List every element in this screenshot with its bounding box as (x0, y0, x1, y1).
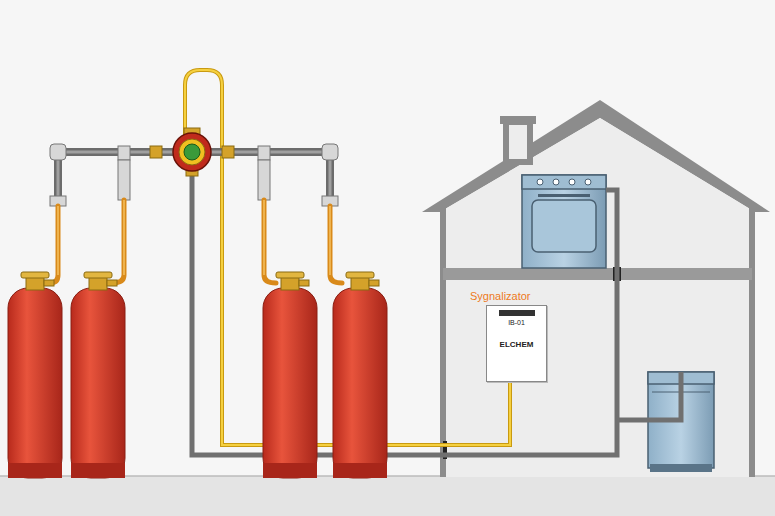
model-label: IB-01 (490, 319, 543, 326)
detector-display (499, 310, 535, 316)
manifold (50, 144, 338, 206)
brand-label: ELCHEM (490, 340, 543, 349)
detector-heading: Sygnalizator (470, 290, 547, 303)
flexible-hose (50, 200, 342, 283)
detector-housing: IB-01ELCHEM (486, 305, 547, 382)
gas-detector: SygnalizatorIB-01ELCHEM (470, 290, 547, 382)
gas-cylinder (8, 272, 387, 478)
gas-regulator (173, 128, 211, 171)
gas-stove (522, 175, 606, 268)
house (422, 100, 770, 477)
ground (0, 476, 775, 516)
